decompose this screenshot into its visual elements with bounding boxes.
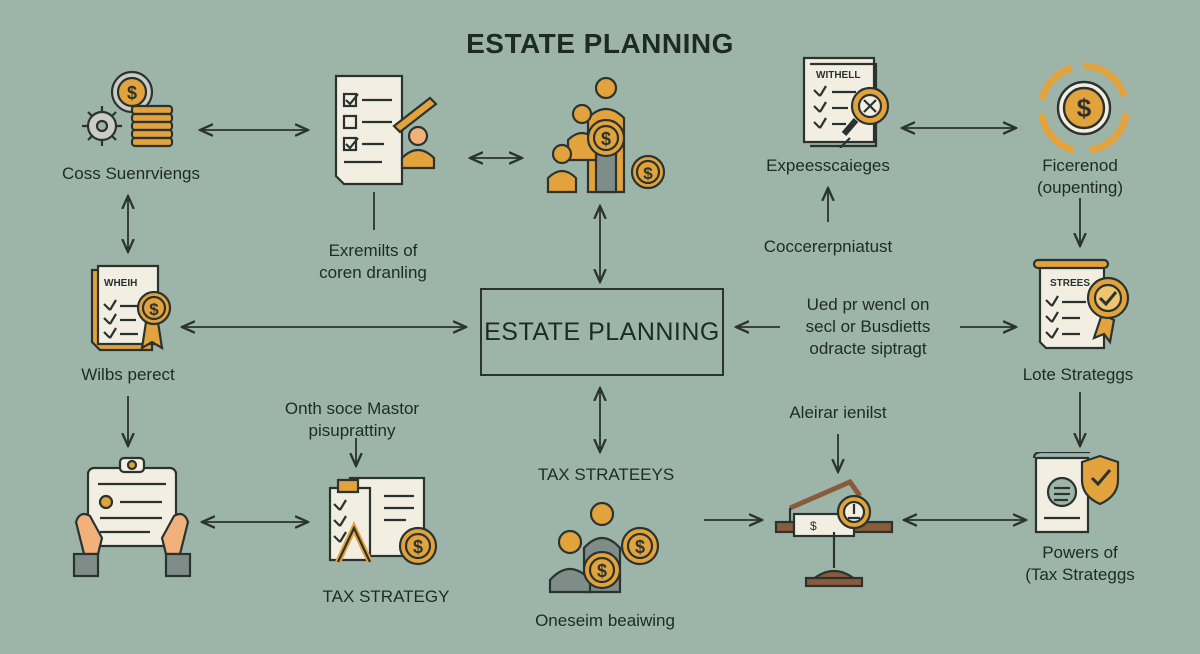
label-onth-line-2: pisuprattiny (308, 421, 396, 440)
label-uied-line-3: odracte siptragt (809, 339, 927, 358)
scale-money-icon: $ (774, 478, 894, 588)
svg-text:$: $ (413, 537, 423, 557)
certificate-badge-icon: STREES (1032, 258, 1130, 350)
label-exremits-line-2: coren dranling (319, 263, 427, 282)
label-coccerer: Coccererpniatust (763, 237, 893, 256)
will-coin-icon: $ WHEIH (90, 264, 172, 352)
label-powers: Powers of (Tax Strateggs (1025, 542, 1135, 586)
svg-text:$: $ (597, 561, 607, 581)
will-doc-left-text: WHEIH (104, 278, 137, 289)
will-doc-top-text: WITHELL (816, 70, 860, 81)
people-coins-icon: $ $ (548, 501, 660, 594)
label-powers-line-2: (Tax Strateggs (1025, 565, 1135, 584)
label-tax-strateeys: TAX STRATEEYS (537, 465, 675, 484)
svg-text:$: $ (127, 83, 137, 103)
tax-docs-icon: $ (328, 476, 438, 566)
label-powers-line-1: Powers of (1042, 543, 1118, 562)
label-ficerenod: Ficerenod (oupenting) (1037, 155, 1123, 199)
label-onth: Onth soce Mastor pisuprattiny (285, 398, 419, 442)
svg-text:$: $ (810, 519, 817, 533)
label-uied-line-1: Ued pr wencl on (806, 295, 930, 314)
svg-text:$: $ (635, 537, 645, 557)
label-expesscaieges: Expeesscaieges (766, 156, 890, 175)
hands-contract-icon (72, 456, 192, 578)
label-alelrar: Aleirar ienilst (789, 403, 887, 422)
hub-label: ESTATE PLANNING (484, 317, 720, 346)
checklist-person-icon (334, 74, 438, 186)
hub-estate-planning: ESTATE PLANNING (480, 288, 724, 376)
document-shield-icon (1032, 452, 1120, 534)
strees-text: STREES (1050, 278, 1090, 289)
label-lote: Lote Strateggs (1022, 365, 1134, 384)
label-tax-strategy: TAX STRATEGY (322, 587, 450, 606)
page-title: ESTATE PLANNING (466, 28, 734, 59)
label-coss: Coss Suenrviengs (62, 164, 200, 183)
svg-text:$: $ (601, 129, 611, 149)
coin-cycle-icon: $ (1038, 62, 1130, 154)
label-exremits: Exremilts of coren dranling (319, 240, 427, 284)
label-onth-line-1: Onth soce Mastor (284, 399, 420, 418)
label-ficerenod-line-2: (oupenting) (1036, 178, 1124, 197)
label-wilbs: Wilbs perect (81, 365, 175, 384)
label-ficerenod-line-1: Ficerenod (1042, 156, 1118, 175)
will-magnifier-icon: WITHELL (802, 56, 890, 148)
label-uied: Ued pr wencl on secl or Busdietts odract… (806, 294, 931, 360)
svg-text:$: $ (1077, 93, 1092, 123)
family-coins-icon: $ $ (546, 76, 666, 194)
label-oneseim: Oneseim beaiwing (535, 611, 675, 630)
label-exremits-line-1: Exremilts of (328, 241, 418, 260)
svg-text:$: $ (643, 164, 653, 183)
label-uied-line-2: secl or Busdietts (805, 317, 931, 336)
coins-gears-icon: $ (82, 70, 174, 148)
svg-text:$: $ (149, 300, 159, 319)
